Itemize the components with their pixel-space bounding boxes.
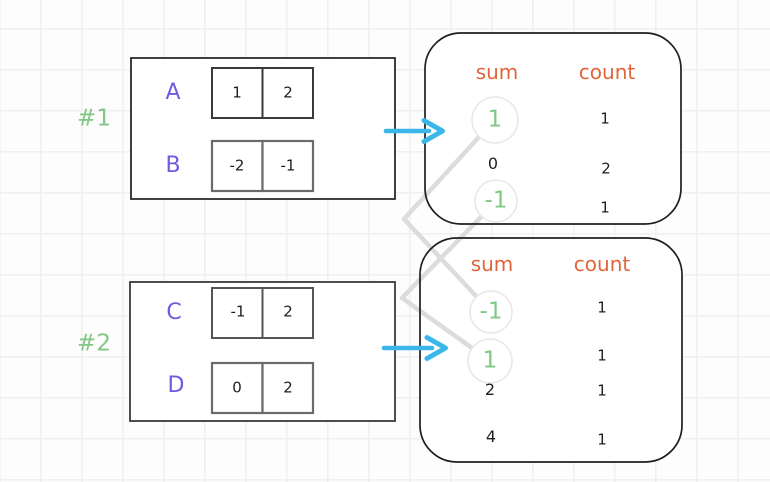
table1-row1-sum: 0 <box>487 154 499 173</box>
table1-sum-header: sum <box>475 60 519 84</box>
table1-row1-count: 2 <box>601 159 611 178</box>
table2-count-header: count <box>573 252 631 276</box>
array-D-cell-0: 0 <box>232 378 242 397</box>
cell-B0 <box>210 139 264 193</box>
match-circle-t2-sum1 <box>467 338 513 384</box>
table2-row0-sum: -1 <box>479 298 503 325</box>
table2-sum-header: sum <box>470 252 514 276</box>
array-B-cell-1: -1 <box>280 156 296 175</box>
table2-row0-count: 1 <box>597 298 607 317</box>
array-A-cell-0: 1 <box>232 83 242 102</box>
right-arrow-icon-2 <box>381 335 448 361</box>
match-connector-minus1-to-1 <box>399 214 484 351</box>
right-arrow-icon-1 <box>383 118 445 144</box>
array-B-label: B <box>165 153 181 178</box>
table1-row2-count: 1 <box>600 198 610 217</box>
cell-A0 <box>211 67 264 119</box>
table2-row2-sum: 2 <box>484 380 496 399</box>
table2-row3-count: 1 <box>597 430 607 449</box>
cell-C0 <box>211 287 264 339</box>
match-connector-1-to-minus1 <box>401 134 482 299</box>
cell-B1 <box>261 139 315 193</box>
group2-label: #2 <box>77 330 111 357</box>
array-D-cell-1: 2 <box>283 378 293 397</box>
table1-count-header: count <box>578 60 636 84</box>
table2-box-fill <box>420 238 682 462</box>
array-A-cell-1: 2 <box>283 83 293 102</box>
table1-row2-sum: -1 <box>484 187 508 214</box>
table2-row1-sum: 1 <box>482 347 498 374</box>
table1-box-fill <box>425 33 681 224</box>
array-D-label: D <box>167 373 185 398</box>
match-circle-t1-sum1 <box>471 96 519 144</box>
array-A-label: A <box>165 80 181 105</box>
group2-box-border <box>129 281 396 422</box>
table1-row0-count: 1 <box>600 109 610 128</box>
array-C-label: C <box>166 300 182 325</box>
table1-row0-sum: 1 <box>487 106 503 133</box>
cell-A1 <box>261 67 314 119</box>
match-circle-t1-sum-minus1 <box>474 179 518 223</box>
table2-row2-count: 1 <box>597 381 607 400</box>
array-C-cell-1: 2 <box>283 302 293 321</box>
array-C-cell-0: -1 <box>230 302 246 321</box>
table2-row3-sum: 4 <box>485 427 497 446</box>
cell-D1 <box>261 361 315 415</box>
table1-box-border <box>424 32 682 225</box>
cell-C1 <box>261 287 314 339</box>
array-B-cell-0: -2 <box>229 156 245 175</box>
group1-label: #1 <box>77 105 111 132</box>
table2-row1-count: 1 <box>597 346 607 365</box>
match-circle-t2-sum-minus1 <box>469 290 513 334</box>
group1-box-border <box>130 57 396 200</box>
